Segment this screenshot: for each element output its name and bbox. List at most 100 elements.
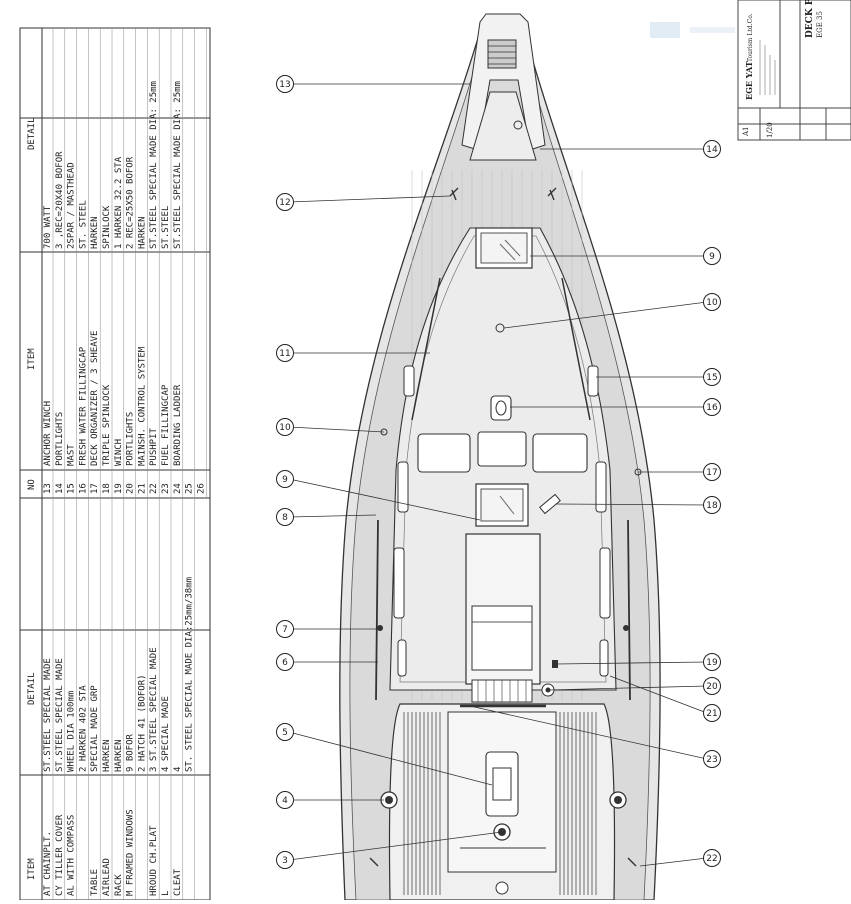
table-right-no: 20 bbox=[126, 483, 136, 494]
table-left-detail: ST.STEEL SPECIAL MADE bbox=[43, 658, 53, 772]
callout-left: 3 bbox=[276, 851, 294, 869]
table-right-item: ANCHOR WINCH bbox=[43, 401, 53, 466]
table-left-detail: ST. STEEL SPECIAL MADE DIA:25mm/38mm bbox=[185, 577, 195, 772]
callout-number: 3 bbox=[282, 856, 288, 866]
table-header-detail-left: DETAIL bbox=[27, 672, 37, 705]
callout-left: 12 bbox=[276, 193, 294, 211]
callout-leaders bbox=[288, 83, 708, 867]
table-left-detail: 2 HATCH 41 (BOFOR) bbox=[137, 674, 147, 772]
table-right-detail: ST. STEEL bbox=[78, 200, 88, 249]
table-left-detail: HARKEN bbox=[102, 739, 112, 772]
callout-right: 18 bbox=[703, 496, 721, 514]
table-left-item: L bbox=[161, 891, 171, 896]
table-right-item: WINCH bbox=[114, 439, 124, 466]
table-right-detail: 700 WATT bbox=[43, 205, 53, 249]
table-left-detail: ST.STEEL SPECIAL MADE bbox=[55, 658, 65, 772]
title-sheet-size: A1 bbox=[742, 126, 750, 137]
table-right-no: 18 bbox=[102, 483, 112, 494]
table-right-no: 17 bbox=[90, 483, 100, 494]
anchor-locker bbox=[469, 91, 537, 161]
table-right-detail: SPINLOCK bbox=[102, 205, 112, 249]
table-right-detail: HARKEN bbox=[137, 216, 147, 249]
callout-right: 16 bbox=[703, 398, 721, 416]
table-left-item: TABLE bbox=[90, 869, 100, 896]
table-right-item: PUSHPIT bbox=[149, 427, 159, 466]
callout-right: 19 bbox=[703, 653, 721, 671]
table-right-detail: 1 HARKEN 32.2 STA bbox=[114, 156, 124, 249]
table-right-item: TRIPLE SPINLOCK bbox=[102, 384, 112, 466]
callout-number: 11 bbox=[279, 349, 290, 359]
table-right-no: 22 bbox=[149, 483, 159, 494]
table-right-no: 16 bbox=[78, 483, 88, 494]
callout-right: 20 bbox=[703, 677, 721, 695]
cockpit-table bbox=[485, 751, 519, 817]
callout-number: 22 bbox=[706, 854, 717, 864]
table-left-item: CLEAT bbox=[173, 868, 183, 896]
callout-number: 16 bbox=[706, 403, 718, 413]
table-header-item-left: ITEM bbox=[27, 858, 37, 880]
callout-right: 17 bbox=[703, 463, 721, 481]
table-right-detail: ST.STEEL bbox=[161, 206, 171, 249]
callout-number: 17 bbox=[706, 468, 717, 478]
table-left-detail: SPECIAL MADE GRP bbox=[90, 685, 100, 772]
table-left-item: M FRAMED WINDOWS bbox=[126, 809, 136, 896]
table-left-detail: 3 ST.STEEL SPECIAL MADE bbox=[149, 647, 159, 772]
table-right-no: 21 bbox=[137, 483, 147, 494]
table-left-item: RACK bbox=[114, 874, 124, 896]
table-right-item: MAINSH. CONTROL SYSTEM bbox=[137, 346, 147, 466]
callout-left: 6 bbox=[276, 653, 294, 671]
callout-left: 8 bbox=[276, 508, 294, 526]
table-left-detail: 2 HARKEN 402 STA bbox=[78, 685, 88, 772]
callout-number: 12 bbox=[279, 198, 290, 208]
title-drawing-title: DECK P bbox=[805, 0, 815, 38]
table-right-detail: 2SPAR / MASTHEAD bbox=[67, 162, 77, 249]
callout-number: 13 bbox=[279, 80, 290, 90]
table-right-no: 13 bbox=[43, 483, 53, 494]
table-right-detail: HARKEN bbox=[90, 216, 100, 249]
callout-number: 8 bbox=[282, 513, 288, 523]
callout-number: 18 bbox=[706, 501, 718, 511]
title-scale: 1/20 bbox=[766, 122, 774, 138]
table-right-item: FUEL FILLINGCAP bbox=[161, 384, 171, 466]
table-right-item: PORTLIGHTS bbox=[126, 412, 136, 466]
callout-left: 10 bbox=[276, 418, 294, 436]
callout-number: 6 bbox=[282, 658, 288, 668]
callout-number: 21 bbox=[706, 709, 717, 719]
table-right-no: 26 bbox=[196, 483, 206, 494]
portlight-center bbox=[477, 431, 527, 467]
yacht-deck bbox=[339, 13, 661, 901]
portlight-starboard bbox=[532, 433, 588, 473]
callout-left: 7 bbox=[276, 620, 294, 638]
table-left-detail: 4 bbox=[173, 767, 183, 772]
callout-right: 23 bbox=[703, 750, 721, 768]
callout-right: 14 bbox=[703, 140, 721, 158]
callout-number: 19 bbox=[706, 658, 718, 668]
table-left-detail: 4 SPECIAL MADE bbox=[161, 696, 171, 772]
table-right-no: 23 bbox=[161, 483, 171, 494]
callout-number: 20 bbox=[706, 682, 718, 692]
table-left-detail: 9 BOFOR bbox=[126, 733, 136, 772]
table-left-item: CY TILLER COVER bbox=[55, 814, 65, 896]
title-drawing-code: EGE 35 bbox=[816, 11, 824, 38]
table-right-no: 25 bbox=[185, 483, 195, 494]
table-left-detail: HARKEN bbox=[114, 739, 124, 772]
table-right-item: MAST bbox=[67, 444, 77, 466]
callout-right: 22 bbox=[703, 849, 721, 867]
table-right-no: 19 bbox=[114, 483, 124, 494]
callout-number: 15 bbox=[706, 373, 717, 383]
callout-right: 10 bbox=[703, 293, 721, 311]
callout-number: 7 bbox=[282, 625, 288, 635]
table-right-item: FRESH WATER FILLINGCAP bbox=[78, 346, 88, 466]
table-right-item: BOARDING LADDER bbox=[173, 384, 183, 466]
table-right-detail: ST.STEEL SPECIAL MADE DIA: 25mm bbox=[173, 81, 183, 249]
table-left-item: AIRLEAD bbox=[102, 858, 112, 896]
table-left-item: HROUD CH.PLAT bbox=[149, 825, 159, 896]
table-left-item: AL WITH COMPASS bbox=[67, 815, 77, 896]
table-left-item: AT CHAINPLT. bbox=[43, 831, 53, 896]
callout-number: 9 bbox=[282, 475, 288, 485]
table-right-detail: ST.STEEL SPECIAL MADE DIA: 25mm bbox=[149, 81, 159, 249]
callout-number: 5 bbox=[282, 728, 288, 738]
table-header-no: NO bbox=[27, 479, 37, 490]
